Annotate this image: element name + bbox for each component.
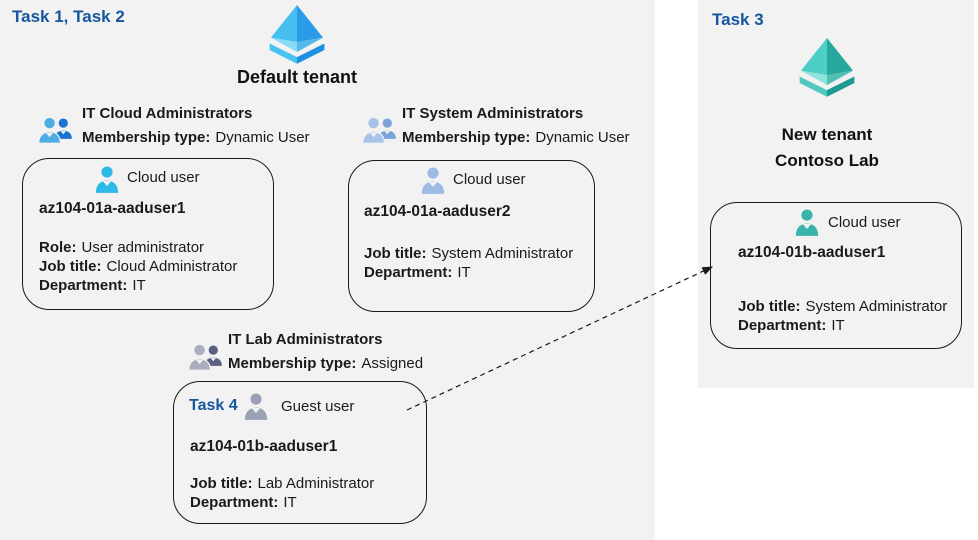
user-department-row: Department:IT (39, 276, 237, 295)
field-value: IT (132, 277, 146, 294)
azure-tenant-icon (262, 5, 332, 65)
user-kind-label: Cloud user (127, 169, 200, 186)
field-label: Department: (190, 494, 279, 511)
field-value: System Administrator (805, 298, 948, 315)
field-label: Job title: (738, 298, 801, 315)
default-tenant-title: Default tenant (236, 67, 357, 87)
group-icon (362, 113, 398, 146)
task-4-label: Task 4 (189, 397, 238, 414)
field-label: Department: (39, 277, 128, 294)
field-value: User administrator (81, 239, 205, 256)
cloud-user-icon (94, 165, 120, 194)
user-details: Job title:System Administrator Departmen… (364, 244, 573, 282)
field-value: IT (831, 317, 845, 334)
field-value: Lab Administrator (257, 475, 375, 492)
new-tenant-line1: New tenant (781, 125, 873, 144)
user-name: az104-01b-aaduser1 (738, 244, 886, 261)
membership-label: Membership type: (402, 129, 531, 146)
field-label: Role: (39, 239, 77, 256)
field-label: Job title: (364, 245, 427, 262)
user-box-aaduser1: Cloud user az104-01a-aaduser1 Role:User … (22, 158, 274, 310)
user-department-row: Department:IT (364, 263, 573, 282)
user-jobtitle-row: Job title:Cloud Administrator (39, 257, 237, 276)
group-name-system-admins: IT System Administrators (402, 105, 584, 122)
user-box-new-tenant: Cloud user az104-01b-aaduser1 Job title:… (710, 202, 962, 349)
new-tenant-line2: Contoso Lab (775, 151, 879, 170)
field-value: IT (457, 264, 471, 281)
group-icon (38, 113, 74, 146)
field-value: Cloud Administrator (106, 258, 238, 275)
group-name-lab-admins: IT Lab Administrators (228, 331, 383, 348)
user-jobtitle-row: Job title:System Administrator (738, 297, 947, 316)
user-role-row: Role:User administrator (39, 238, 237, 257)
user-kind-label: Cloud user (828, 214, 901, 231)
field-label: Department: (364, 264, 453, 281)
user-details: Role:User administrator Job title:Cloud … (39, 238, 237, 295)
membership-value: Assigned (361, 355, 424, 372)
user-kind-label: Cloud user (453, 171, 526, 188)
membership-value: Dynamic User (535, 129, 630, 146)
user-name: az104-01a-aaduser2 (364, 203, 511, 220)
azure-tenant-icon-teal (792, 38, 862, 98)
user-jobtitle-row: Job title:System Administrator (364, 244, 573, 263)
membership-label: Membership type: (82, 129, 211, 146)
field-value: IT (283, 494, 297, 511)
user-details: Job title:Lab Administrator Department:I… (190, 474, 374, 512)
cloud-user-icon (794, 208, 820, 237)
guest-user-icon (243, 392, 269, 421)
field-label: Job title: (39, 258, 102, 275)
task-1-2-label: Task 1, Task 2 (12, 7, 125, 26)
membership-type-cloud-admins: Membership type:Dynamic User (82, 129, 310, 146)
user-name: az104-01b-aaduser1 (190, 438, 338, 455)
new-tenant-title: New tenant Contoso Lab (712, 122, 942, 174)
user-name: az104-01a-aaduser1 (39, 200, 186, 217)
user-box-aaduser2: Cloud user az104-01a-aaduser2 Job title:… (348, 160, 595, 312)
user-department-row: Department:IT (738, 316, 947, 335)
user-department-row: Department:IT (190, 493, 374, 512)
field-value: System Administrator (431, 245, 574, 262)
group-name-cloud-admins: IT Cloud Administrators (82, 105, 253, 122)
field-label: Department: (738, 317, 827, 334)
field-label: Job title: (190, 475, 253, 492)
membership-value: Dynamic User (215, 129, 310, 146)
user-kind-label: Guest user (281, 398, 355, 415)
membership-type-lab-admins: Membership type:Assigned (228, 355, 423, 372)
membership-type-system-admins: Membership type:Dynamic User (402, 129, 630, 146)
group-icon (188, 340, 224, 373)
task-3-label: Task 3 (712, 10, 764, 29)
membership-label: Membership type: (228, 355, 357, 372)
cloud-user-icon (420, 166, 446, 195)
user-details: Job title:System Administrator Departmen… (738, 297, 947, 335)
user-jobtitle-row: Job title:Lab Administrator (190, 474, 374, 493)
user-box-guest: Task 4 Guest user az104-01b-aaduser1 Job… (173, 381, 427, 524)
